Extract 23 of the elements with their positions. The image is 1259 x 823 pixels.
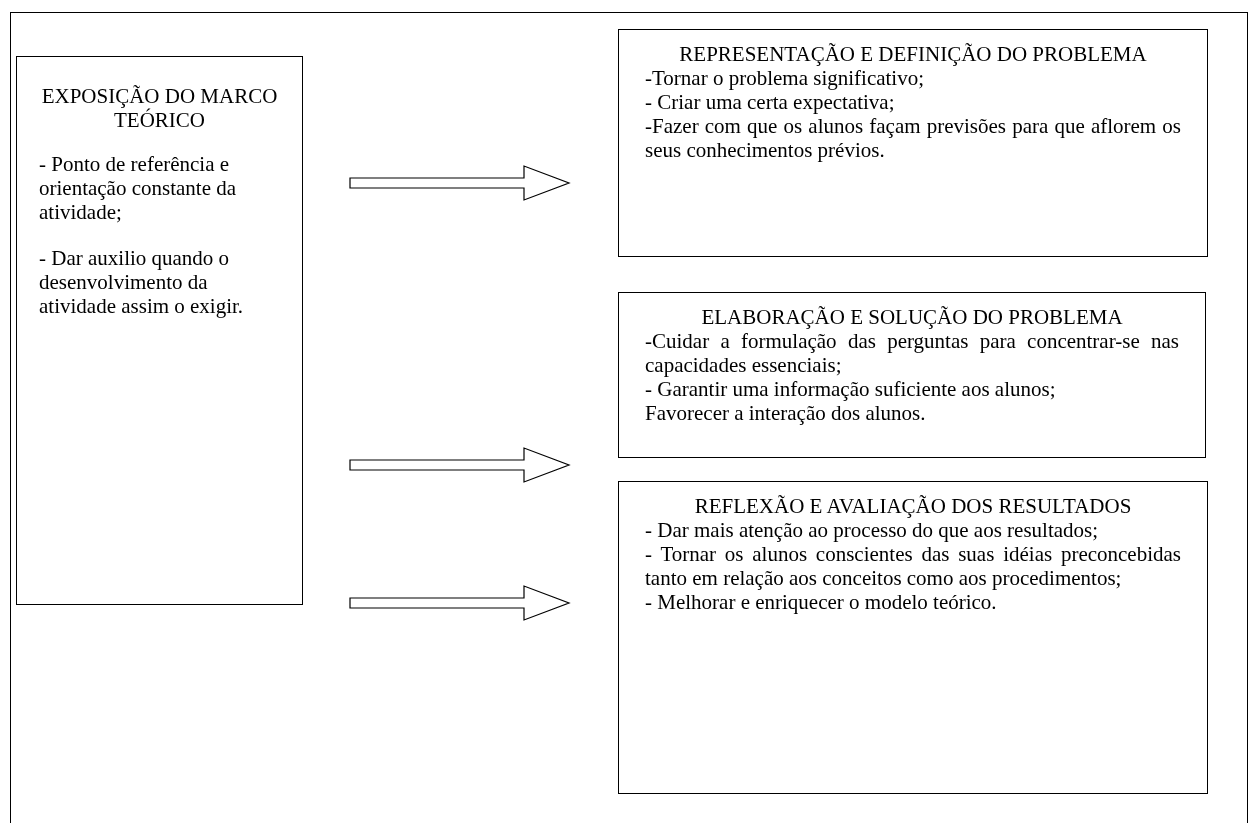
box-text: -Cuidar a formulação das perguntas para concentrar-se nas capacidades essenciais; xyxy=(645,329,1179,377)
text-box xyxy=(618,29,1208,257)
box-text: - Dar auxilio quando o desenvolvimento da atividade assim o exigir. xyxy=(39,246,245,318)
frame-border xyxy=(10,12,1248,823)
box-text: - Ponto de referência e orientação constante da atividade; xyxy=(39,152,238,224)
block-arrow xyxy=(349,447,571,483)
block-arrow xyxy=(349,585,571,621)
text-box xyxy=(16,56,303,605)
text-box xyxy=(618,481,1208,794)
box-text: - Dar mais atenção ao processo do que aos resultados; xyxy=(645,518,1100,542)
box-heading: REPRESENTAÇÃO E DEFINIÇÃO DO PROBLEMA xyxy=(678,42,1148,66)
box-text: - Criar uma certa expectativa; xyxy=(645,90,896,114)
box-text: - Tornar os alunos conscientes das suas idéias preconcebidas tanto em relação aos conceitos como aos procedimentos; xyxy=(645,542,1181,590)
box-heading: ELABORAÇÃO E SOLUÇÃO DO PROBLEMA xyxy=(700,305,1124,329)
box-text: -Fazer com que os alunos façam previsões para que aflorem os seus conhecimentos prévios. xyxy=(645,114,1181,162)
box-heading: REFLEXÃO E AVALIAÇÃO DOS RESULTADOS xyxy=(693,494,1133,518)
box-text: - Melhorar e enriquecer o modelo teórico. xyxy=(645,590,998,614)
box-text: -Tornar o problema significativo; xyxy=(645,66,926,90)
block-arrow xyxy=(349,165,571,201)
box-text: Favorecer a interação dos alunos. xyxy=(645,401,927,425)
box-text: - Garantir uma informação suficiente aos alunos; xyxy=(645,377,1057,401)
box-heading: EXPOSIÇÃO DO MARCO TEÓRICO xyxy=(40,84,279,132)
text-box xyxy=(618,292,1206,458)
